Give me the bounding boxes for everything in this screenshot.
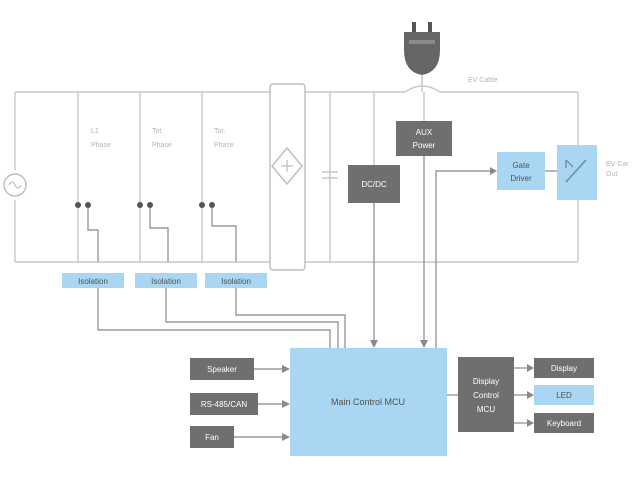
- display-mcu-line3: MCU: [477, 405, 495, 414]
- power-wiring: [14, 75, 579, 263]
- isolation-2-label: Isolation: [151, 277, 181, 286]
- isolation-2: Isolation: [135, 273, 197, 288]
- main-mcu-label: Main Control MCU: [331, 397, 405, 407]
- display-mcu-line1: Display: [473, 377, 499, 386]
- meter-2-label-line1: Tot.: [152, 128, 163, 135]
- dc-dc-label: DC/DC: [361, 180, 387, 189]
- aux-power-line2: Power: [413, 141, 436, 150]
- output-label-line1: EV Car: [606, 161, 629, 168]
- output-label-line2: Out: [606, 171, 617, 178]
- output-switch-icon: [557, 145, 597, 200]
- isolation-3-label: Isolation: [221, 277, 251, 286]
- display-mcu-line2: Control: [473, 391, 499, 400]
- fan-block: Fan: [190, 426, 234, 448]
- meter-3-label-line2: Phase: [214, 142, 234, 149]
- speaker-block: Speaker: [190, 358, 254, 380]
- keyboard-block: Keyboard: [534, 413, 594, 433]
- meter-1: L1 Phase: [75, 128, 111, 262]
- meter-1-label-line1: L1: [91, 128, 99, 135]
- isolation-3: Isolation: [205, 273, 267, 288]
- rectifier-bridge-icon: [269, 83, 306, 271]
- meter-3: Tot. Phase: [199, 128, 237, 262]
- ev-cable-label: EV Cable: [468, 77, 498, 84]
- main-control-mcu: Main Control MCU: [290, 348, 447, 456]
- led-label: LED: [556, 391, 572, 400]
- gate-driver-line2: Driver: [510, 174, 532, 183]
- aux-power-block: AUX Power: [396, 121, 452, 156]
- capacitor-icon: [322, 171, 338, 179]
- display-control-mcu: Display Control MCU: [458, 357, 514, 432]
- isolation-1: Isolation: [62, 273, 124, 288]
- ac-source-icon: [3, 173, 27, 197]
- meter-1-label-line2: Phase: [91, 142, 111, 149]
- meter-2-label-line2: Phase: [152, 142, 172, 149]
- rs485-label: RS-485/CAN: [201, 400, 247, 409]
- isolation-1-label: Isolation: [78, 277, 108, 286]
- meter-2: Tot. Phase: [137, 128, 172, 262]
- keyboard-label: Keyboard: [547, 419, 581, 428]
- ev-plug-icon: [404, 22, 440, 75]
- gate-driver-line1: Gate: [512, 161, 530, 170]
- fan-label: Fan: [205, 433, 219, 442]
- aux-power-line1: AUX: [416, 128, 433, 137]
- led-block: LED: [534, 385, 594, 405]
- display-label: Display: [551, 364, 577, 373]
- gate-driver-block: Gate Driver: [497, 152, 545, 190]
- meter-3-label-line1: Tot.: [214, 128, 225, 135]
- signal-wiring: [97, 156, 534, 441]
- rs485-block: RS-485/CAN: [190, 393, 258, 415]
- display-block: Display: [534, 358, 594, 378]
- dc-dc-block: DC/DC: [348, 165, 400, 203]
- speaker-label: Speaker: [207, 365, 237, 374]
